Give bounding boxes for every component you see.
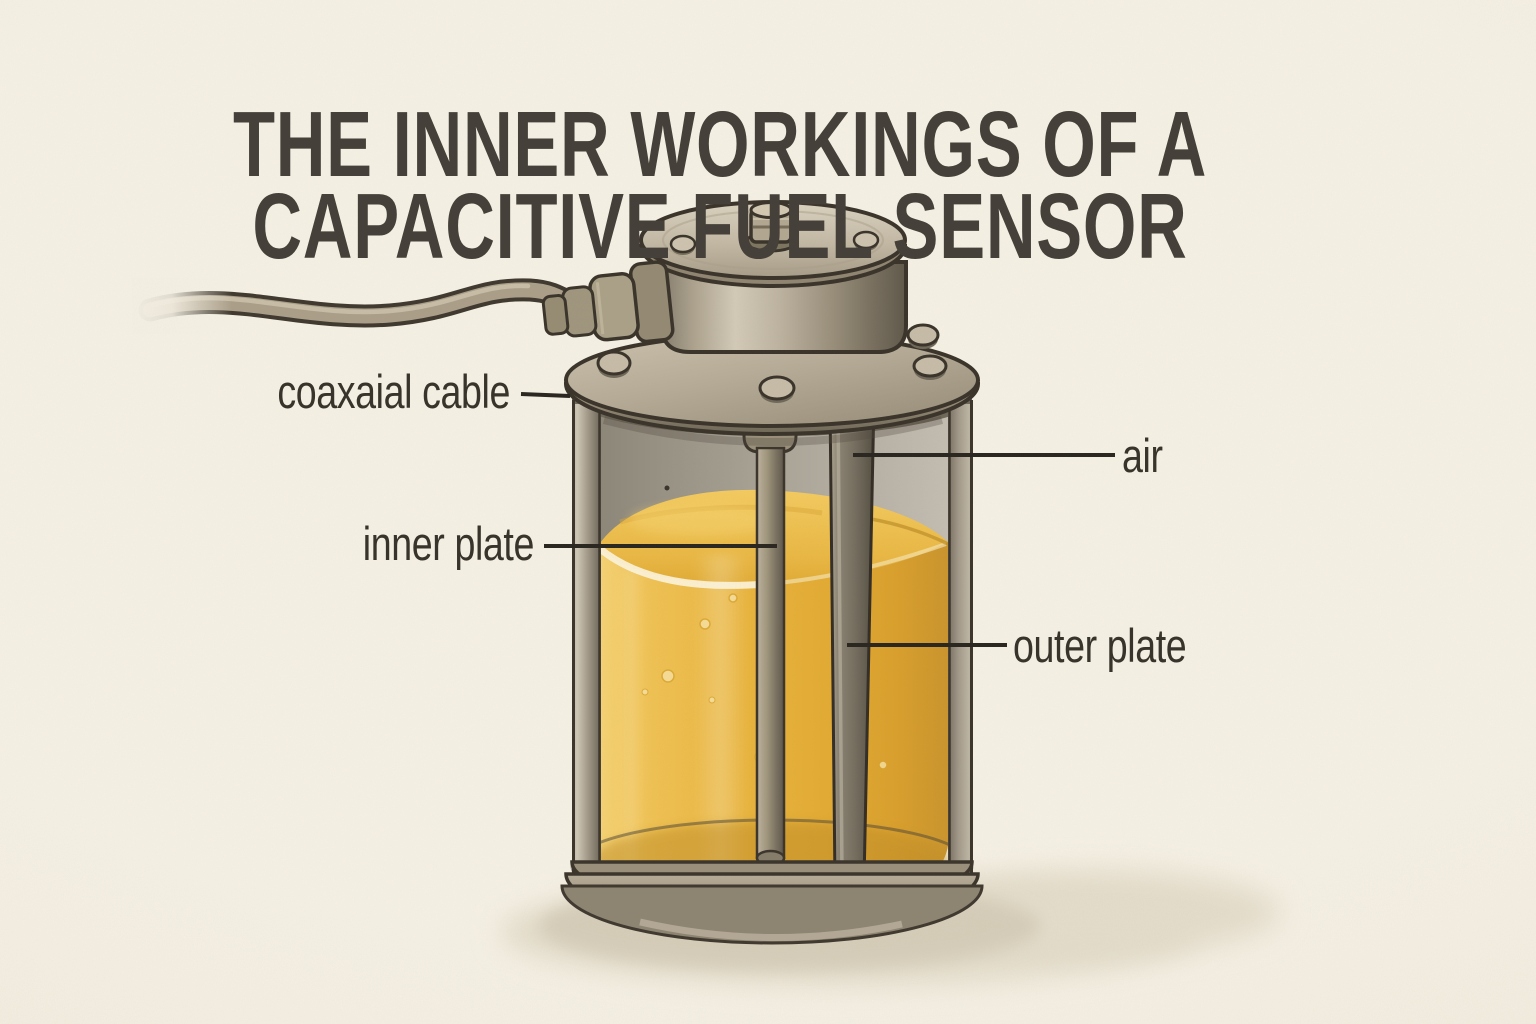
label-outer-plate: outer plate <box>1013 619 1187 672</box>
label-air: air <box>1122 429 1163 482</box>
label-coaxial-cable: coaxaial cable <box>277 365 510 418</box>
page-title-line1: THE INNER WORKINGS OF A <box>232 92 1208 197</box>
page-title: THE INNER WORKINGS OF A CAPACITIVE FUEL … <box>152 92 1289 278</box>
label-inner-plate: inner plate <box>362 517 535 570</box>
page-title-line2: CAPACITIVE FUEL SENSOR <box>252 173 1188 278</box>
